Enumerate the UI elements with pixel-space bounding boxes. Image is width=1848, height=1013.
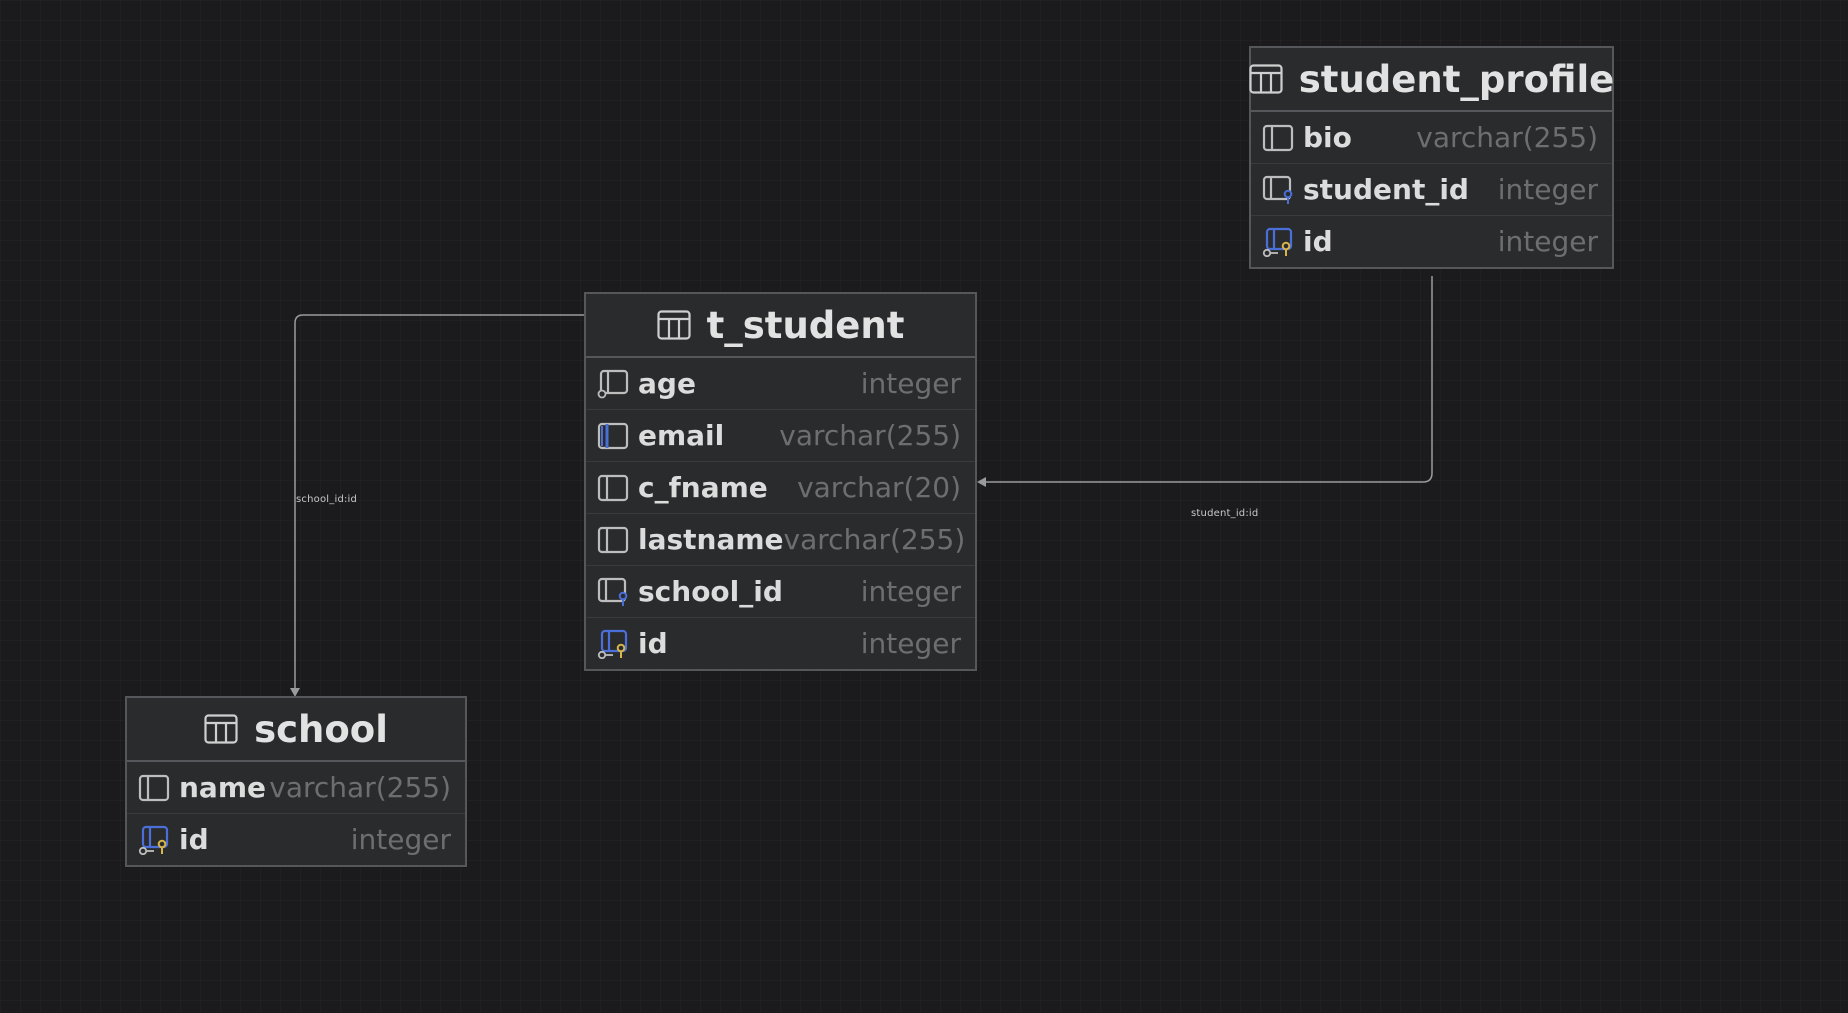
column-name: bio bbox=[1303, 121, 1352, 154]
column-type: integer bbox=[1497, 225, 1598, 258]
column-row-id[interactable]: id integer bbox=[586, 618, 975, 669]
column-name: id bbox=[1303, 225, 1333, 258]
column-icon bbox=[596, 471, 630, 505]
column-type: integer bbox=[860, 367, 961, 400]
relation-label-student: student_id:id bbox=[1191, 508, 1259, 519]
column-type: varchar(255) bbox=[783, 523, 966, 556]
nullable-column-icon bbox=[596, 367, 630, 401]
column-row-bio[interactable]: bio varchar(255) bbox=[1251, 112, 1612, 164]
table-name: student_profile bbox=[1298, 57, 1615, 101]
column-name: id bbox=[179, 823, 209, 856]
relation-arrow-student bbox=[977, 477, 986, 487]
table-icon bbox=[656, 310, 691, 340]
primary-key-column-icon bbox=[1261, 225, 1295, 259]
table-icon bbox=[1249, 64, 1283, 94]
column-name: c_fname bbox=[638, 471, 768, 504]
table-header[interactable]: student_profile bbox=[1249, 48, 1615, 112]
column-row-student-id[interactable]: student_id integer bbox=[1251, 164, 1612, 216]
column-name: age bbox=[638, 367, 696, 400]
column-name: name bbox=[179, 771, 266, 804]
relation-label-school: school_id:id bbox=[296, 494, 358, 505]
table-student-profile[interactable]: student_profile bio varchar(255) student_i… bbox=[1249, 46, 1614, 269]
column-icon bbox=[137, 771, 171, 805]
column-row-email[interactable]: email varchar(255) bbox=[586, 410, 975, 462]
column-type: integer bbox=[1497, 173, 1598, 206]
table-header[interactable]: t_student bbox=[586, 294, 975, 358]
table-header[interactable]: school bbox=[127, 698, 465, 762]
column-type: varchar(255) bbox=[269, 771, 451, 804]
unique-column-icon bbox=[596, 419, 630, 453]
column-type: varchar(20) bbox=[797, 471, 961, 504]
table-icon bbox=[204, 714, 238, 744]
primary-key-column-icon bbox=[596, 627, 630, 661]
column-row-id[interactable]: id integer bbox=[1251, 216, 1612, 267]
foreign-key-column-icon bbox=[596, 575, 630, 609]
column-type: integer bbox=[350, 823, 451, 856]
table-t-student[interactable]: t_student age integer email varchar(255) c_f… bbox=[584, 292, 977, 671]
column-type: integer bbox=[860, 627, 961, 660]
column-name: student_id bbox=[1303, 173, 1469, 206]
column-name: school_id bbox=[638, 575, 783, 608]
column-name: id bbox=[638, 627, 668, 660]
column-row-age[interactable]: age integer bbox=[586, 358, 975, 410]
column-row-school-id[interactable]: school_id integer bbox=[586, 566, 975, 618]
foreign-key-column-icon bbox=[1261, 173, 1295, 207]
table-name: t_student bbox=[706, 303, 905, 347]
column-name: lastname bbox=[638, 523, 784, 556]
column-type: varchar(255) bbox=[1416, 121, 1598, 154]
column-type: varchar(255) bbox=[779, 419, 961, 452]
column-icon bbox=[1261, 121, 1295, 155]
column-type: integer bbox=[860, 575, 961, 608]
relation-line-student[interactable] bbox=[985, 276, 1433, 483]
table-name: school bbox=[254, 707, 388, 751]
column-icon bbox=[596, 523, 630, 557]
column-row-id[interactable]: id integer bbox=[127, 814, 465, 865]
primary-key-column-icon bbox=[137, 823, 171, 857]
column-name: email bbox=[638, 419, 725, 452]
column-row-c-fname[interactable]: c_fname varchar(20) bbox=[586, 462, 975, 514]
